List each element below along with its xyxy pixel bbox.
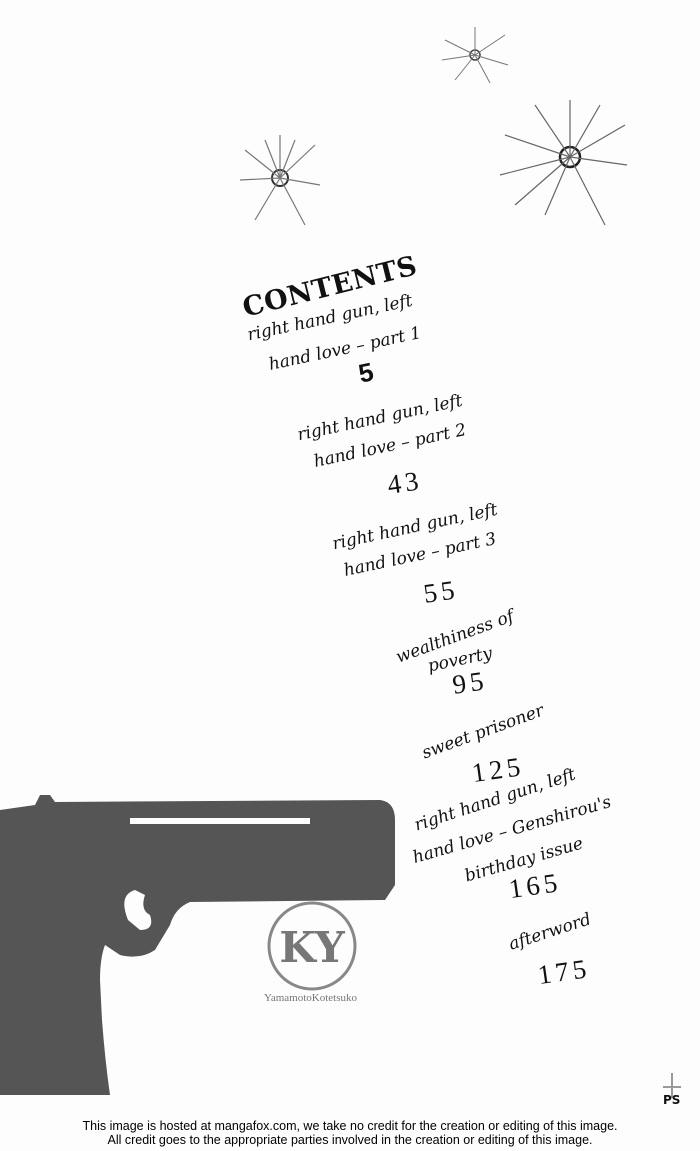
bullet-hole-icon xyxy=(499,100,628,226)
entry-7-line-1: afterword xyxy=(506,909,594,955)
signature: PS xyxy=(663,1093,681,1107)
logo-caption: YamamotoKotetsuko xyxy=(264,992,357,1004)
entry-7-page: 175 xyxy=(535,952,593,991)
author-logo: KY xyxy=(267,901,357,991)
bullet-hole-icon xyxy=(441,27,509,84)
entry-5-line-1: sweet prisoner xyxy=(419,700,547,764)
entry-6-page: 165 xyxy=(506,866,564,905)
footer-disclaimer-line-2: All credit goes to the appropriate parti… xyxy=(107,1133,593,1147)
svg-text:KY: KY xyxy=(279,923,345,972)
entry-4-page: 95 xyxy=(450,665,490,700)
entry-1-page: 5 xyxy=(355,356,377,389)
pistol-silhouette xyxy=(0,795,395,1095)
entry-3-page: 55 xyxy=(421,574,461,609)
footer-disclaimer-line-1: This image is hosted at mangafox.com, we… xyxy=(82,1119,618,1133)
bullet-hole-icon xyxy=(239,135,321,226)
entry-2-page: 43 xyxy=(385,465,425,500)
dagger-icon xyxy=(663,1073,681,1098)
